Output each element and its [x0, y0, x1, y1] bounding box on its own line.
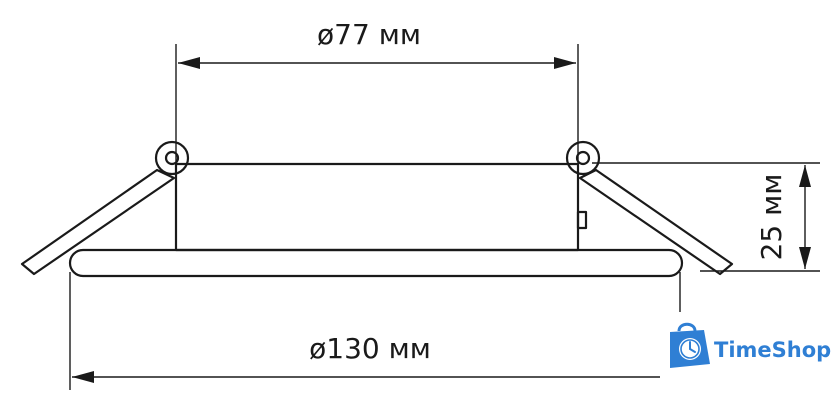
timeshop-logo: TimeShop	[670, 322, 831, 368]
bottom-diameter-label: ø130 мм	[309, 332, 431, 365]
top-arrow-right	[554, 57, 576, 69]
housing-clip	[576, 210, 588, 230]
lamp-flange	[68, 248, 684, 278]
height-arrow-top	[799, 165, 811, 187]
height-label: 25 мм	[755, 174, 788, 261]
pivot-ring-left	[154, 140, 190, 176]
lamp-housing	[174, 162, 580, 252]
shopping-bag-clock-icon	[670, 322, 710, 368]
logo-text: TimeShop	[714, 338, 831, 362]
top-arrow-left	[178, 57, 200, 69]
bottom-diameter-dimension: ø130 мм	[69, 272, 681, 390]
pivot-hole-right	[575, 150, 591, 166]
spring-arm-left	[20, 168, 176, 276]
top-diameter-label: ø77 мм	[317, 18, 421, 51]
bottom-arrow-left	[72, 371, 94, 383]
height-arrow-bottom	[799, 247, 811, 269]
pivot-ring-right	[565, 140, 601, 176]
pivot-hole-left	[164, 150, 180, 166]
top-diameter-dimension: ø77 мм	[175, 18, 579, 168]
height-dimension: 25 мм	[592, 162, 820, 272]
lamp-body	[20, 140, 734, 278]
spring-arm-right	[578, 168, 734, 276]
